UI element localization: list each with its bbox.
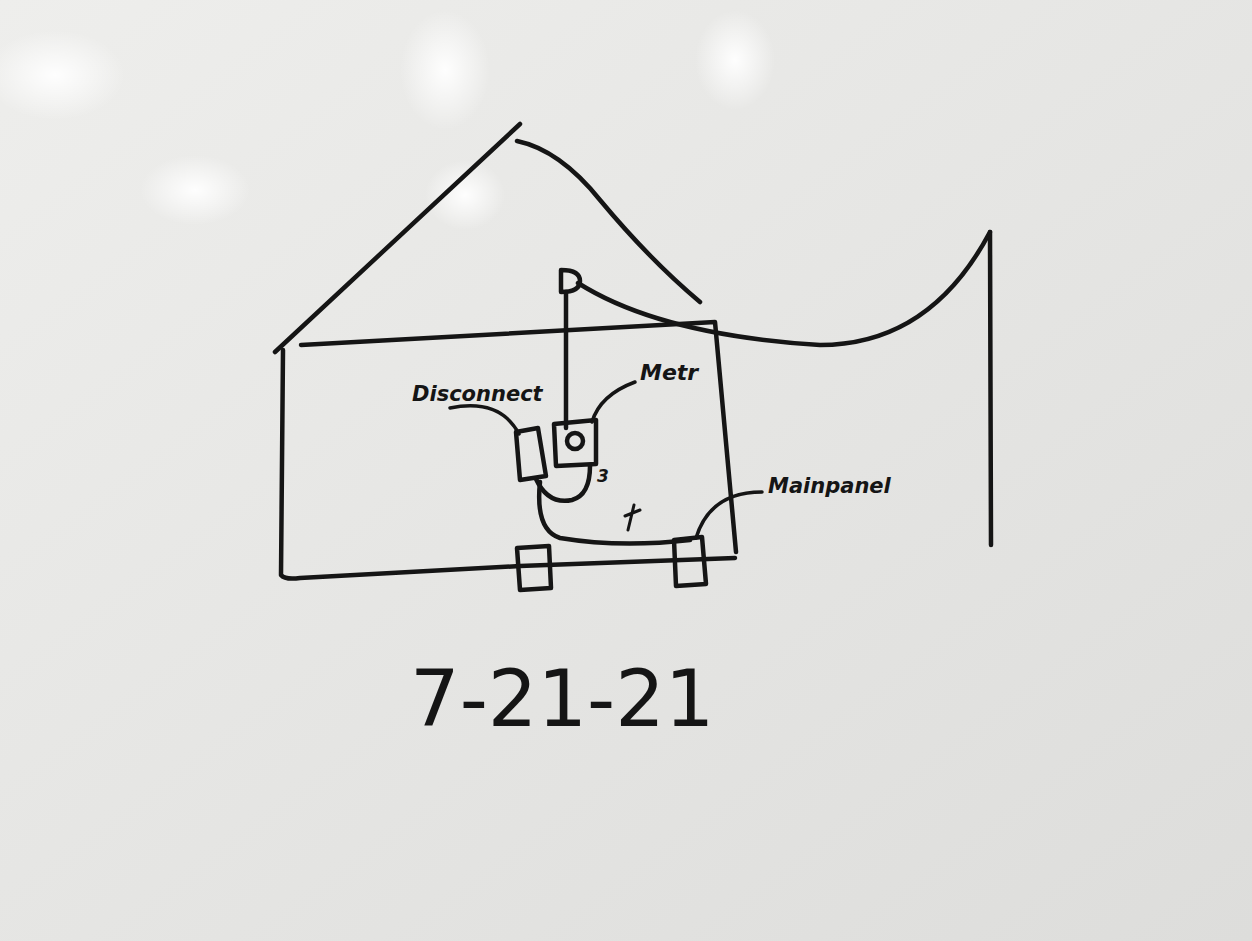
part-name: Mainpanel bbox=[768, 476, 891, 497]
glare bbox=[140, 155, 250, 225]
house-wall bbox=[301, 322, 736, 552]
date-label: 7-21-21 bbox=[410, 660, 714, 738]
glare bbox=[695, 10, 775, 110]
meter-box bbox=[554, 420, 596, 466]
glare bbox=[0, 30, 125, 120]
callout-number: 3 bbox=[597, 468, 609, 485]
utility-pole bbox=[990, 232, 991, 545]
service-mast bbox=[564, 292, 569, 428]
leader-line bbox=[450, 406, 519, 434]
glare bbox=[400, 10, 490, 130]
glare bbox=[425, 160, 505, 230]
service-drop bbox=[578, 232, 990, 345]
leader-line bbox=[696, 492, 762, 538]
meter-dial bbox=[567, 433, 583, 449]
cut-mark bbox=[625, 505, 640, 530]
disconnect-box bbox=[516, 428, 546, 480]
leader-line bbox=[592, 382, 635, 422]
part-name: Disconnect bbox=[412, 384, 543, 405]
house-wall bbox=[281, 350, 735, 579]
conduit bbox=[539, 482, 690, 544]
main-panel-box bbox=[674, 537, 706, 586]
small-box bbox=[517, 546, 551, 590]
part-name: Metr bbox=[640, 362, 698, 384]
roof-line bbox=[275, 124, 520, 352]
roof-line bbox=[517, 141, 700, 302]
conduit bbox=[536, 466, 590, 501]
